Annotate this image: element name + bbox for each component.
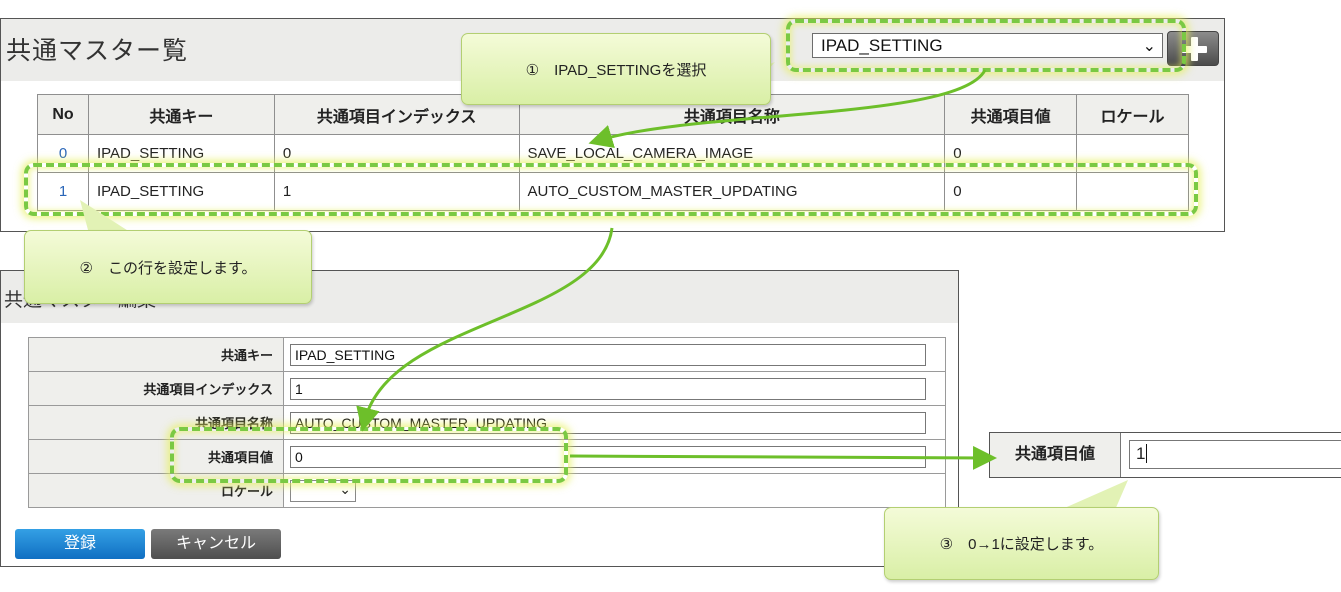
- callout-tail-step3: [1060, 480, 1128, 510]
- master-key-select[interactable]: IPAD_SETTING ⌄: [812, 33, 1163, 58]
- arrow-select-to-row: [588, 69, 987, 149]
- field-label: ロケール: [28, 473, 284, 508]
- row-highlight: [24, 163, 1198, 216]
- row-no-link[interactable]: 1: [37, 172, 89, 211]
- zoomed-value-label: 共通項目値: [990, 433, 1121, 477]
- column-header-no[interactable]: No: [37, 94, 89, 135]
- table-header-row: No 共通キー 共通項目インデックス 共通項目名称 共通項目値 ロケール: [37, 94, 1189, 135]
- field-label: 共通項目インデックス: [28, 371, 284, 406]
- cancel-button[interactable]: キャンセル: [151, 529, 281, 559]
- cell-name: AUTO_CUSTOM_MASTER_UPDATING: [518, 172, 946, 211]
- page-title: 共通マスター覧: [6, 37, 189, 65]
- arrow-row-to-form: [356, 227, 614, 432]
- callout-step-2: ② この行を設定します。: [24, 230, 312, 304]
- column-header-value[interactable]: 共通項目値: [944, 94, 1078, 135]
- select-highlight: [786, 19, 1186, 72]
- register-button[interactable]: 登録: [15, 529, 145, 559]
- add-button[interactable]: [1167, 31, 1219, 66]
- edit-form-table: 共通キー IPAD_SETTING 共通項目インデックス 1 共通項目名称 AU…: [28, 337, 946, 508]
- master-key-select-value: IPAD_SETTING: [821, 36, 943, 55]
- cell-key: IPAD_SETTING: [87, 172, 275, 211]
- table-row[interactable]: 1 IPAD_SETTING 1 AUTO_CUSTOM_MASTER_UPDA…: [37, 172, 1189, 211]
- common-key-input[interactable]: IPAD_SETTING: [290, 343, 926, 366]
- item-index-input[interactable]: 1: [290, 377, 926, 400]
- zoomed-value-input[interactable]: 1: [1129, 440, 1341, 469]
- cell-index: 1: [273, 172, 520, 211]
- cell-value: 0: [944, 172, 1078, 211]
- cell-locale: [1076, 172, 1189, 211]
- column-header-locale[interactable]: ロケール: [1076, 94, 1189, 135]
- callout-tail-step2: [80, 200, 130, 232]
- callout-step-3: ③ 0→1に設定します。: [884, 507, 1159, 580]
- column-header-key[interactable]: 共通キー: [87, 94, 275, 135]
- form-row: 共通項目インデックス 1: [28, 371, 946, 406]
- arrow-form-to-zoom: [569, 445, 997, 470]
- chevron-down-icon: ⌄: [339, 480, 351, 497]
- callout-step-1: ① IPAD_SETTINGを選択: [461, 33, 771, 105]
- form-row: 共通キー IPAD_SETTING: [28, 337, 946, 372]
- chevron-down-icon: ⌄: [1142, 38, 1156, 55]
